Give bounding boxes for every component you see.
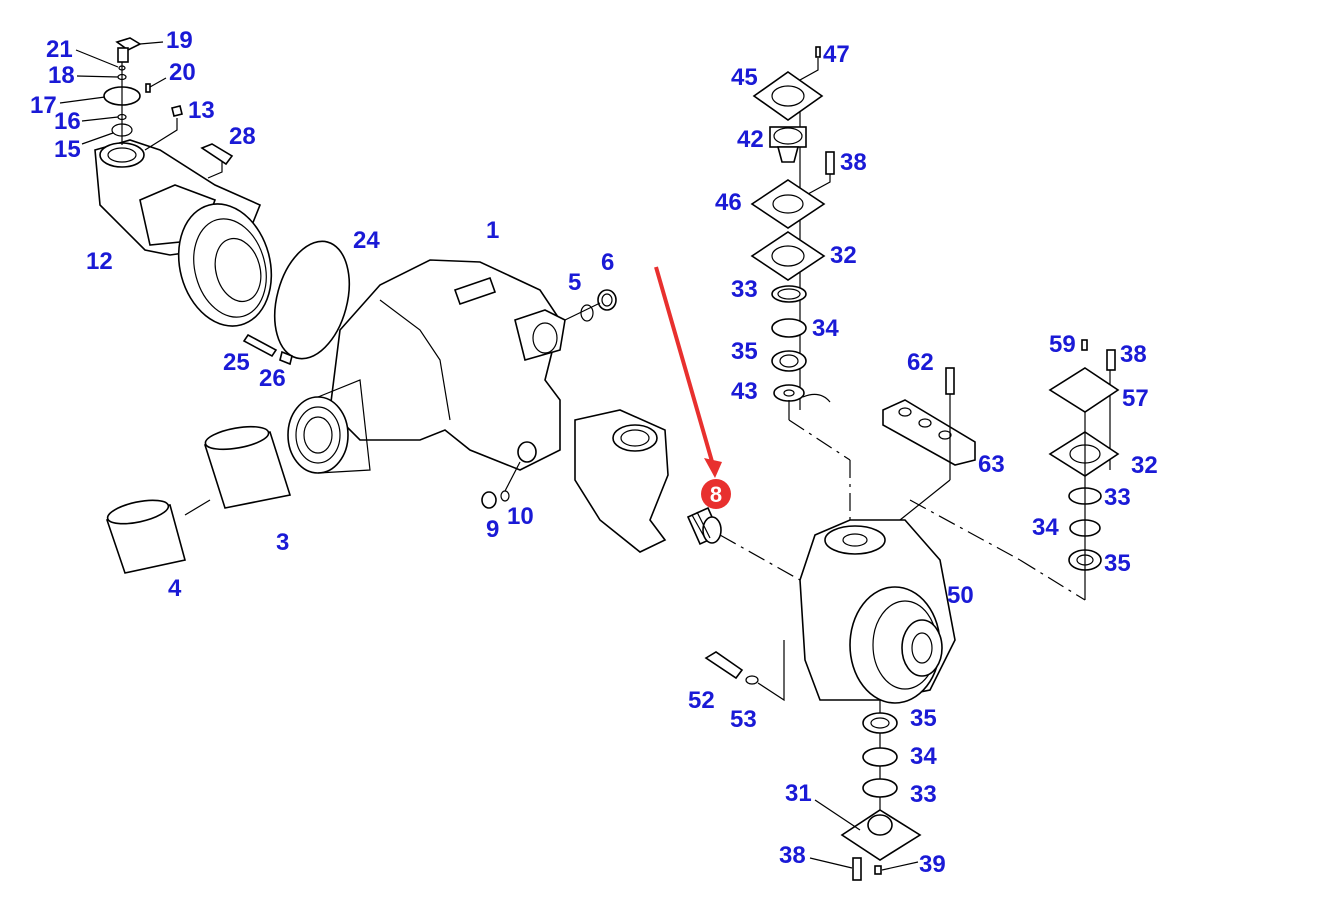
label-part-24: 24	[353, 227, 380, 254]
label-part-6: 6	[601, 249, 614, 276]
plate-part-63	[882, 367, 976, 521]
label-part-9: 9	[486, 516, 499, 543]
kingpin-upper-stack	[750, 46, 851, 530]
label-part-34-top: 34	[812, 315, 839, 342]
label-part-20: 20	[169, 59, 196, 86]
label-part-10: 10	[507, 503, 534, 530]
bushing-part-3	[203, 425, 292, 509]
label-part-1: 1	[486, 217, 499, 244]
label-part-42: 42	[737, 126, 764, 153]
label-part-15: 15	[54, 136, 81, 163]
label-part-34-bottom: 34	[910, 743, 937, 770]
label-part-38-bottom: 38	[779, 842, 806, 869]
label-part-33-bottom: 33	[910, 781, 937, 808]
label-part-46: 46	[715, 189, 742, 216]
highlight-label: 8	[710, 482, 722, 507]
label-part-62: 62	[907, 349, 934, 376]
kingpin-right-stack	[909, 339, 1120, 601]
label-part-45: 45	[731, 64, 758, 91]
o-ring-part-24	[273, 240, 351, 360]
bolt-part-25	[242, 333, 293, 366]
kingpin-lower-stack	[809, 700, 922, 881]
label-part-31: 31	[785, 780, 812, 807]
steering-knuckle-part-50	[799, 519, 956, 704]
o-ring-part-5	[580, 304, 594, 322]
label-part-28: 28	[229, 123, 256, 150]
bushing-part-4	[105, 499, 186, 574]
callout-labels: 21 19 18 20 17 13 16 15 28 12 24 1 6 5 2…	[30, 27, 1158, 878]
hub-housing-part-12	[94, 139, 273, 327]
label-part-32-top: 32	[830, 242, 857, 269]
label-part-17: 17	[30, 92, 57, 119]
highlight-marker-part-8[interactable]: 8	[701, 479, 731, 509]
highlight-arrow	[654, 266, 722, 478]
label-part-38-top: 38	[840, 149, 867, 176]
label-part-35-top: 35	[731, 338, 758, 365]
label-part-26: 26	[259, 365, 286, 392]
label-part-63: 63	[978, 451, 1005, 478]
label-part-50: 50	[947, 582, 974, 609]
label-part-4: 4	[168, 575, 182, 602]
label-part-18: 18	[48, 62, 75, 89]
leader-lines-left	[59, 41, 167, 145]
label-part-13: 13	[188, 97, 215, 124]
yoke-part	[574, 409, 669, 553]
label-part-21: 21	[46, 36, 73, 63]
label-part-12: 12	[86, 248, 113, 275]
label-part-39: 39	[919, 851, 946, 878]
label-part-16: 16	[54, 108, 81, 135]
label-part-38-right: 38	[1120, 341, 1147, 368]
bolt-part-52	[704, 640, 785, 702]
label-part-59: 59	[1049, 331, 1076, 358]
label-part-35-bottom: 35	[910, 705, 937, 732]
label-part-25: 25	[223, 349, 250, 376]
label-part-32-right: 32	[1131, 452, 1158, 479]
breather-assembly-parts	[103, 37, 234, 179]
label-part-35-right: 35	[1104, 550, 1131, 577]
label-part-5: 5	[568, 269, 581, 296]
label-part-33-right: 33	[1104, 484, 1131, 511]
seal-part-10	[500, 490, 510, 502]
label-part-53: 53	[730, 706, 757, 733]
label-part-33-top: 33	[731, 276, 758, 303]
needle-bearing-part-8[interactable]	[686, 506, 722, 546]
label-part-34-right: 34	[1032, 514, 1059, 541]
label-part-57: 57	[1122, 385, 1149, 412]
label-part-3: 3	[276, 529, 289, 556]
label-part-52: 52	[688, 687, 715, 714]
label-part-43: 43	[731, 378, 758, 405]
label-part-19: 19	[166, 27, 193, 54]
plug-part-6	[597, 289, 617, 311]
label-part-47: 47	[823, 41, 850, 68]
plug-part-9	[481, 491, 497, 509]
axle-housing-part-1	[287, 259, 566, 474]
